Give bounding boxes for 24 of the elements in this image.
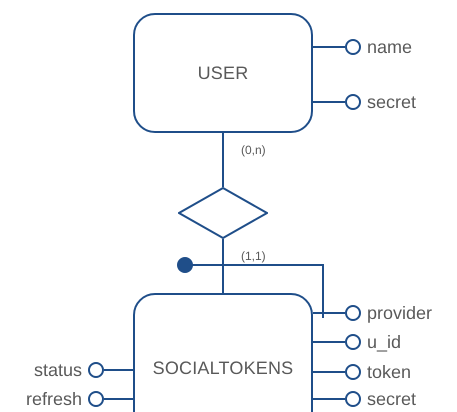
connector-line [313,46,345,48]
connector-line [222,239,224,293]
entity-box [133,293,313,412]
connector-line [313,341,345,343]
entity-name: USER [198,62,248,84]
cardinality-label: (0,n) [239,143,268,157]
attribute-name: name [367,36,412,58]
connector-line [104,398,133,400]
cardinality-label: (1,1) [239,249,268,263]
attribute-name: provider [367,302,432,324]
attribute-name: refresh [26,388,82,410]
attribute-name: token [367,361,412,383]
connector-line [222,133,224,187]
attribute-name: u_id [367,331,402,353]
attribute-name: secret [367,388,416,410]
entity-name: SOCIALTOKENS [152,358,294,378]
connector-line [313,312,345,314]
entity-box [133,13,313,133]
connector-line [104,369,133,371]
attribute-name: secret [367,91,416,113]
connector-line [313,371,345,373]
connector-line [313,101,345,103]
attribute-name: status [34,359,82,381]
connector-line [313,398,345,400]
